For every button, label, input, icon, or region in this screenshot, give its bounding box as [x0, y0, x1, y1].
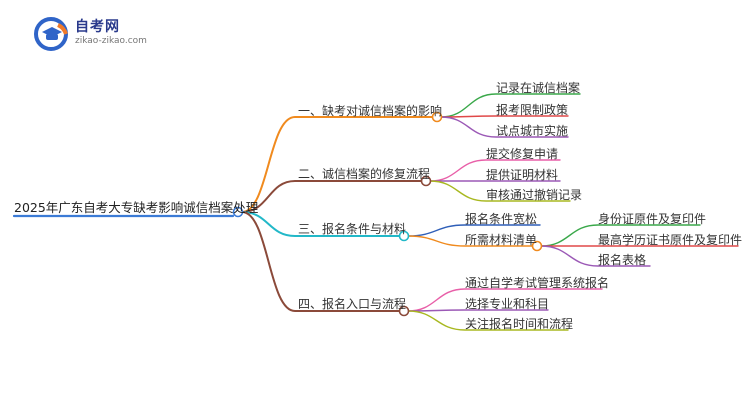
root-node-label: 2025年广东自考大专缺考影响诚信档案处理: [14, 200, 259, 215]
branch-3-grandchild-2: 最高学历证书原件及复印件: [598, 233, 743, 247]
branch-1-child-1-connector: [440, 93, 581, 118]
branch-4-node-toggle[interactable]: [398, 305, 410, 317]
branch-3-grandchild-3: 报名表格: [598, 253, 647, 267]
branch-3-grandchild-1: 身份证原件及复印件: [598, 212, 707, 226]
branch-4-child-1: 通过自学考试管理系统报名: [465, 276, 610, 290]
branch-3-label: 三、报名条件与材料: [298, 222, 407, 236]
branch-3-child-2: 所需材料清单: [465, 233, 538, 247]
branch-4-child-1-connector: [407, 288, 603, 312]
branch-3-child-1: 报名条件宽松: [465, 212, 538, 226]
branch-1-child-3-connector: [440, 116, 569, 138]
branch-3-child-2-connector: [407, 235, 536, 247]
branch-3-node-toggle[interactable]: [398, 230, 410, 242]
branch-1-label: 一、缺考对诚信档案的影响: [298, 104, 443, 118]
branch-2-child-1: 提交修复申请: [486, 147, 559, 161]
branch-4-child-3-connector: [407, 310, 569, 331]
branch-2-child-3-connector: [429, 180, 571, 202]
branch-1-node-toggle[interactable]: [431, 111, 443, 123]
branch-3-child-1-connector: [407, 224, 541, 237]
branch-4-child-2: 选择专业和科目: [465, 297, 550, 311]
branch-2-node-toggle[interactable]: [420, 175, 432, 187]
branch-4-connector: [241, 211, 400, 312]
graduation-cap-icon: [34, 17, 68, 51]
branch-2-label: 二、诚信档案的修复流程: [298, 167, 431, 181]
branch-3-connector: [241, 211, 400, 237]
branch-1-child-2: 报考限制政策: [496, 103, 569, 117]
logo-title: 自考网: [75, 19, 120, 35]
branch-1-child-1: 记录在诚信档案: [496, 81, 581, 95]
branch-4-child-3: 关注报名时间和流程: [465, 317, 574, 331]
logo-url: zikao-zikao.com: [75, 36, 147, 46]
branch-2-child-3: 审核通过撤销记录: [486, 188, 583, 202]
branch-2-child-1-connector: [429, 159, 561, 182]
branch-2-child-2: 提供证明材料: [486, 168, 559, 182]
branch-1-child-3: 试点城市实施: [496, 124, 569, 138]
branch-3-child-2-node-toggle[interactable]: [531, 240, 543, 252]
branch-1-connector: [241, 116, 433, 213]
branch-3-grandchild-1-connector: [540, 224, 701, 247]
branch-2-connector: [241, 180, 422, 213]
branch-3-grandchild-3-connector: [540, 245, 651, 267]
site-logo[interactable]: 自考网 zikao-zikao.com: [33, 14, 163, 54]
branch-4-label: 四、报名入口与流程: [298, 297, 407, 311]
root-node-toggle[interactable]: [232, 206, 244, 218]
